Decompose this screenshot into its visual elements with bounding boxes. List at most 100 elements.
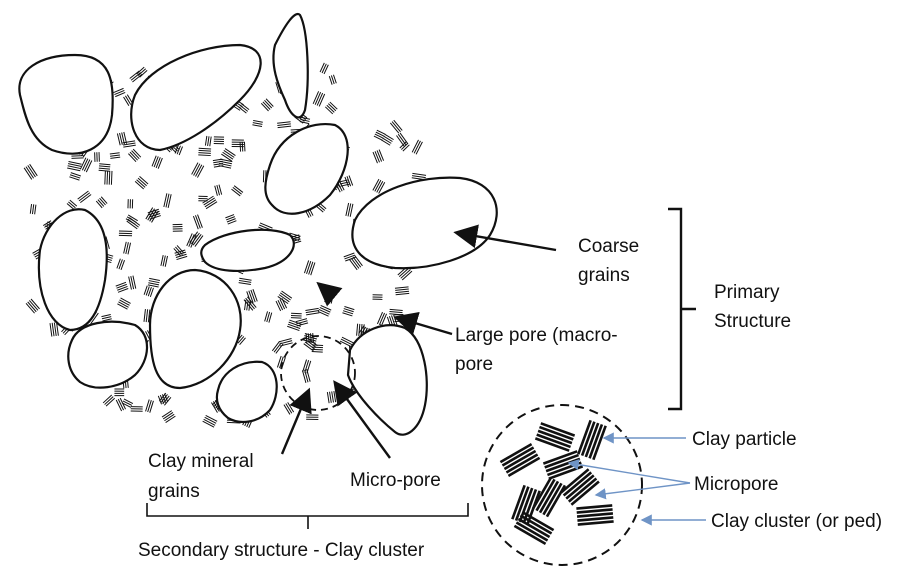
coarse-grain (150, 270, 241, 388)
clay-particle-stack (135, 176, 148, 189)
clay-particle-stack (127, 218, 140, 229)
clay-particle-stack (535, 423, 574, 450)
clay-particle-stack (302, 369, 310, 383)
clay-particle-stack (101, 314, 111, 320)
clay-particle-stack (342, 306, 354, 315)
clay-particle-stack (279, 339, 293, 347)
clay-particle-stack (114, 389, 124, 396)
clay-particle-stack (373, 179, 385, 193)
clay-particle-stack (543, 451, 582, 478)
clay-mineral-arrow (282, 392, 308, 454)
primary-structure-bracket (668, 209, 696, 409)
clay-particle-stack (291, 313, 302, 318)
clay-particle-stack (117, 259, 125, 270)
coarse-grains-label-2: grains (578, 265, 630, 286)
clay-particle-stack (203, 196, 218, 209)
clay-particle-stack (162, 411, 175, 423)
clay-particle-stack (300, 117, 310, 123)
clay-particle-stack (128, 149, 140, 162)
clay-particle-stack (284, 402, 294, 414)
primary-structure-label-2: Structure (714, 311, 791, 332)
coarse-grain (217, 362, 277, 422)
clay-particle-stack (67, 161, 81, 170)
clay-particle-stack (30, 204, 36, 214)
clay-particle-stack (261, 99, 273, 111)
clay-particle-stack (265, 311, 272, 322)
clay-particle-stack (67, 200, 77, 209)
clay-particle-stack (26, 299, 40, 313)
clay-particle-stack (69, 173, 80, 181)
clay-particle-stack (105, 171, 112, 185)
clay-particle-stack (119, 231, 132, 236)
clay-particle-stack (344, 253, 356, 261)
clay-particle-stack (146, 400, 154, 413)
clay-particle-stack (327, 391, 335, 403)
coarse-grain (265, 124, 347, 214)
clay-particle-stack (318, 305, 331, 316)
clay-particle-stack (276, 298, 287, 311)
coarse-grain (19, 55, 112, 154)
clay-particle-stack (329, 75, 336, 85)
clay-particle-stack (137, 67, 148, 77)
clay-particle-stack (198, 148, 211, 155)
clay-particle-stack (116, 282, 129, 292)
clay-particle-stack (350, 256, 363, 270)
micro-pore-label: Micro-pore (350, 470, 441, 491)
clay-particle-stack (203, 415, 217, 427)
clay-particle-stack (99, 164, 111, 172)
clay-particle-stack (240, 142, 245, 152)
clay-particle-stack (320, 63, 328, 74)
large-pore-label-2: pore (455, 354, 493, 375)
clay-particle-stack (214, 137, 224, 144)
clay-particle-stack (252, 120, 262, 126)
secondary-structure-bracket (147, 503, 468, 529)
clay-particle-stack (173, 224, 183, 231)
clay-particle-stack (561, 469, 599, 504)
clay-particle-stack (131, 407, 143, 412)
micropore-label: Micropore (694, 474, 778, 495)
clay-particle-stack (390, 120, 402, 133)
clay-particle-stack (305, 308, 319, 314)
clay-particle-stack (239, 278, 252, 284)
clay-particle-stack (205, 136, 211, 146)
clay-particle-stack (128, 199, 133, 208)
clay-particle-stack (117, 132, 126, 145)
clay-particle-stack (110, 153, 120, 159)
clay-particle-stacks (500, 420, 613, 544)
clay-particle-stack (412, 140, 422, 154)
clay-particle-stack (277, 122, 291, 128)
large-pore-label: Large pore (macro- (455, 325, 618, 346)
clay-mineral-label-2: grains (148, 481, 200, 502)
clay-particle-stack (192, 163, 204, 178)
coarse-grain (68, 322, 147, 388)
coarse-grain (201, 230, 294, 271)
clay-particle-stack (578, 420, 605, 459)
clay-cluster-detail (482, 405, 706, 565)
clay-particle-stack (96, 197, 107, 208)
clay-particle-stack (372, 295, 382, 300)
clay-particle-stack (129, 276, 136, 290)
clay-particle-stack (377, 312, 386, 326)
primary-structure-label: Primary (714, 282, 780, 303)
clay-particle-stack (278, 291, 292, 304)
clay-particle-stack (114, 88, 126, 96)
coarse-grain (352, 178, 496, 269)
clay-particle-stack (500, 444, 539, 476)
clay-particle-stack (103, 395, 115, 406)
clay-particle-label: Clay particle (692, 429, 797, 450)
clay-particle-stack (24, 164, 37, 179)
clay-particle-stack (117, 298, 130, 309)
coarse-grain (39, 209, 107, 330)
clay-particle-stack (373, 150, 384, 164)
clay-cluster-label: Clay cluster (or ped) (711, 511, 882, 532)
coarse-grain (273, 14, 307, 117)
clay-particle-stack (325, 102, 337, 114)
clay-particle-stack (78, 191, 91, 203)
clay-particle-stack (346, 203, 353, 217)
clay-particle-stack (174, 245, 184, 256)
clay-mineral-label: Clay mineral (148, 451, 254, 472)
clay-particle-stack (215, 185, 222, 196)
clay-particle-stack (152, 156, 162, 169)
coarse-grain (131, 45, 260, 150)
